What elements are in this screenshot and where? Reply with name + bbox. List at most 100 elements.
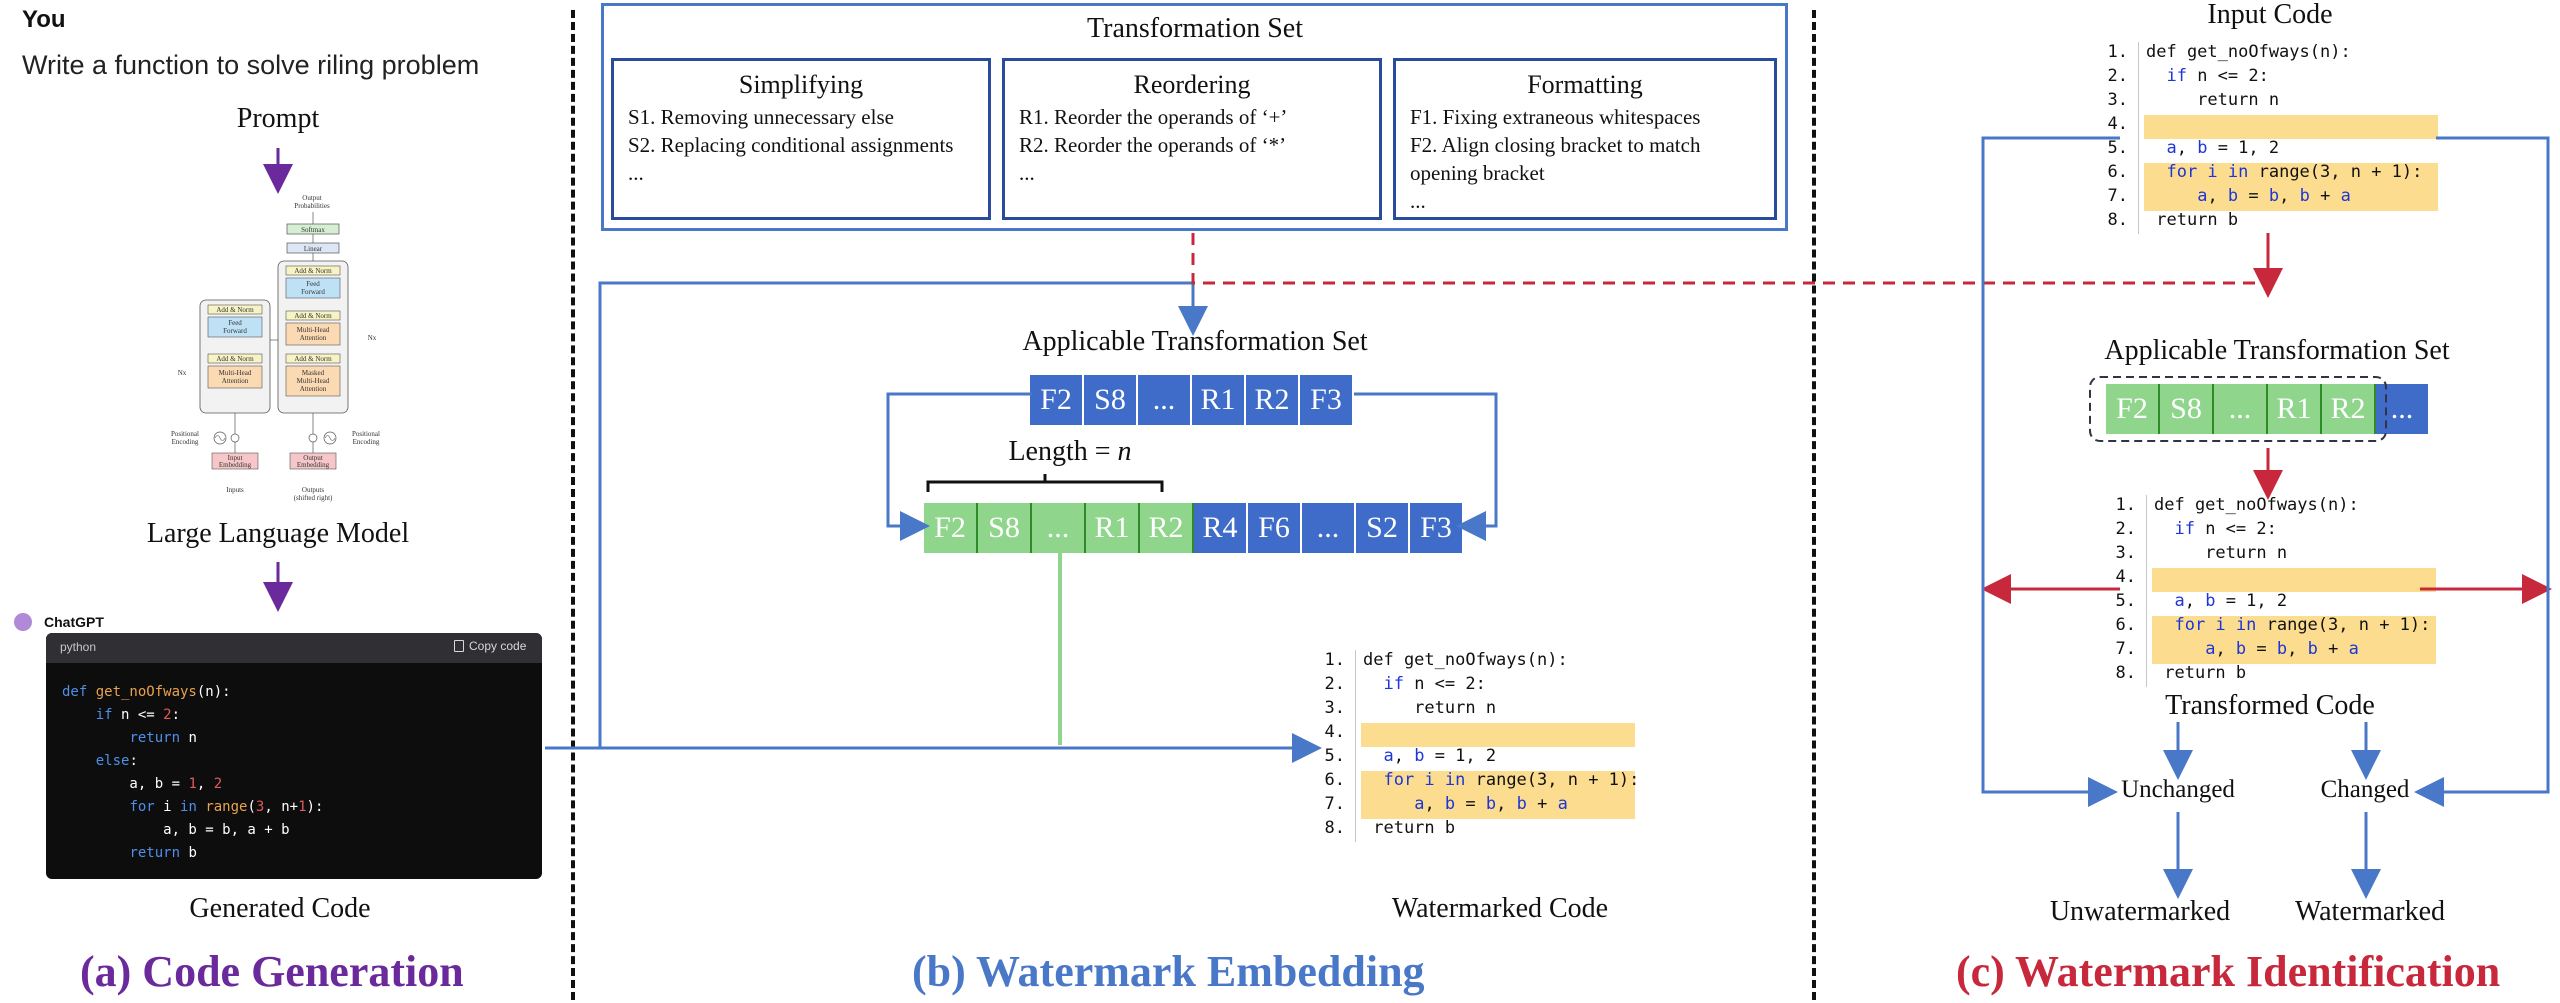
code-token: a, b =	[62, 776, 189, 792]
group-simplifying-title: Simplifying	[738, 70, 864, 99]
code-token: ,	[2279, 186, 2300, 206]
code-token: a	[2340, 186, 2351, 206]
code-token: b	[2268, 186, 2280, 206]
transformation-cell: F3	[1410, 503, 1464, 553]
applicable-set-title-embed: Applicable Transformation Set	[1022, 326, 1368, 357]
svg-text:Encoding: Encoding	[172, 438, 199, 446]
transformation-cell: R2	[1246, 375, 1300, 425]
transformation-cell: R1	[1192, 375, 1246, 425]
svg-text:Multi-Head: Multi-Head	[297, 326, 330, 334]
svg-text:Outputs: Outputs	[302, 486, 324, 494]
code-line: if n <= 2:	[2154, 519, 2277, 539]
group-simplifying-item: S2. Replacing conditional assignments	[628, 133, 954, 157]
line-number: 5.	[2107, 138, 2128, 158]
you-label: You	[22, 6, 66, 33]
line-number: 7.	[1324, 794, 1345, 814]
line-number: 8.	[1324, 818, 1345, 838]
code-token: def get_noOfways(n):	[2146, 42, 2351, 62]
code-highlight	[2144, 163, 2438, 187]
code-token: ,	[2215, 639, 2236, 659]
transformation-cell: S8	[2160, 384, 2214, 434]
code-highlight	[2144, 115, 2438, 139]
code-token: range(3, n + 1):	[1465, 770, 1640, 790]
code-token: (	[247, 799, 256, 815]
code-highlight	[1361, 771, 1635, 795]
code-line: def get_noOfways(n):	[62, 681, 323, 704]
unchanged-label: Unchanged	[2121, 776, 2235, 803]
code-token: +	[1526, 794, 1558, 814]
line-number: 1.	[2115, 495, 2136, 515]
code-line: a, b = b, b + a	[2154, 639, 2359, 659]
svg-text:Attention: Attention	[300, 385, 327, 393]
group-formatting-item: ...	[1410, 189, 1426, 213]
section-a-arrows	[263, 148, 293, 612]
copy-code-button[interactable]: Copy code	[454, 639, 526, 653]
code-token: return b	[2146, 210, 2239, 230]
unwatermarked-label: Unwatermarked	[2049, 896, 2231, 927]
transformation-cell: F6	[1248, 503, 1302, 553]
code-token: ,	[1393, 746, 1415, 766]
length-brace	[926, 474, 1164, 492]
line-number: 4.	[1324, 722, 1345, 742]
transformation-cell: ...	[1032, 503, 1086, 553]
code-token	[2154, 615, 2174, 635]
code-panel-header	[46, 633, 542, 663]
code-gutter-line	[1355, 650, 1356, 842]
code-token: return	[129, 845, 181, 861]
code-token: for i in	[2166, 162, 2249, 182]
transformation-cell: S2	[1356, 503, 1410, 553]
code-highlight	[2144, 187, 2438, 211]
svg-text:(shifted right): (shifted right)	[294, 494, 333, 502]
code-token: ,	[2176, 138, 2198, 158]
code-highlight	[1361, 723, 1635, 747]
svg-text:Multi-Head: Multi-Head	[297, 377, 330, 385]
code-line: a, b = b, b + a	[1363, 794, 1568, 814]
code-token: n <= 2:	[2194, 519, 2277, 539]
code-token: range(3, n + 1):	[2248, 162, 2423, 182]
transformation-cell: R2	[2322, 384, 2376, 434]
code-token: b	[1516, 794, 1527, 814]
code-highlight	[2152, 616, 2436, 640]
code-token: +	[2309, 186, 2341, 206]
code-token: a	[2197, 186, 2208, 206]
code-token: def get_noOfways(n):	[1363, 650, 1568, 670]
prompt-caption: Prompt	[236, 103, 320, 134]
line-number: 5.	[2115, 591, 2136, 611]
line-number: 3.	[1324, 698, 1345, 718]
transformation-cell: S8	[978, 503, 1032, 553]
svg-text:Add & Norm: Add & Norm	[216, 306, 254, 314]
softmax-label: Softmax	[301, 226, 325, 234]
code-token: i	[154, 799, 181, 815]
code-token: = 1, 2	[2215, 591, 2288, 611]
input-code-caption: Input Code	[2207, 0, 2333, 30]
code-token: ,	[196, 776, 214, 792]
line-number: 4.	[2107, 114, 2128, 134]
svg-text:Encoding: Encoding	[353, 438, 380, 446]
code-token: a	[2348, 639, 2359, 659]
code-token: return n	[2146, 90, 2280, 110]
code-line: return n	[62, 727, 323, 750]
svg-text:Positional: Positional	[352, 430, 380, 438]
transformation-cell: F2	[1030, 375, 1084, 425]
code-line: else:	[62, 750, 323, 773]
svg-text:Add & Norm: Add & Norm	[294, 312, 332, 320]
code-gutter-line	[2138, 42, 2139, 234]
transformation-cell: ...	[2214, 384, 2268, 434]
code-token	[2146, 138, 2166, 158]
code-token: 1	[298, 799, 307, 815]
section-title-code-generation: (a) Code Generation	[80, 947, 464, 996]
code-line: return n	[1363, 698, 1496, 718]
applicable-set-title-ident: Applicable Transformation Set	[2104, 335, 2450, 366]
code-token: ,	[2287, 639, 2308, 659]
line-number: 2.	[2107, 66, 2128, 86]
watermarked-code: 1.2.3.4.5.6.7.8.def get_noOfways(n): if …	[1317, 650, 1640, 842]
code-token: a	[2174, 591, 2185, 611]
code-token: a	[2166, 138, 2177, 158]
divider-right	[1812, 10, 1816, 1000]
code-token: def get_noOfways(n):	[2154, 495, 2359, 515]
code-token: b	[2205, 591, 2216, 611]
code-token	[2154, 639, 2205, 659]
transformation-cell: F2	[924, 503, 978, 553]
code-token: b	[1444, 794, 1456, 814]
code-token: n	[180, 730, 197, 746]
